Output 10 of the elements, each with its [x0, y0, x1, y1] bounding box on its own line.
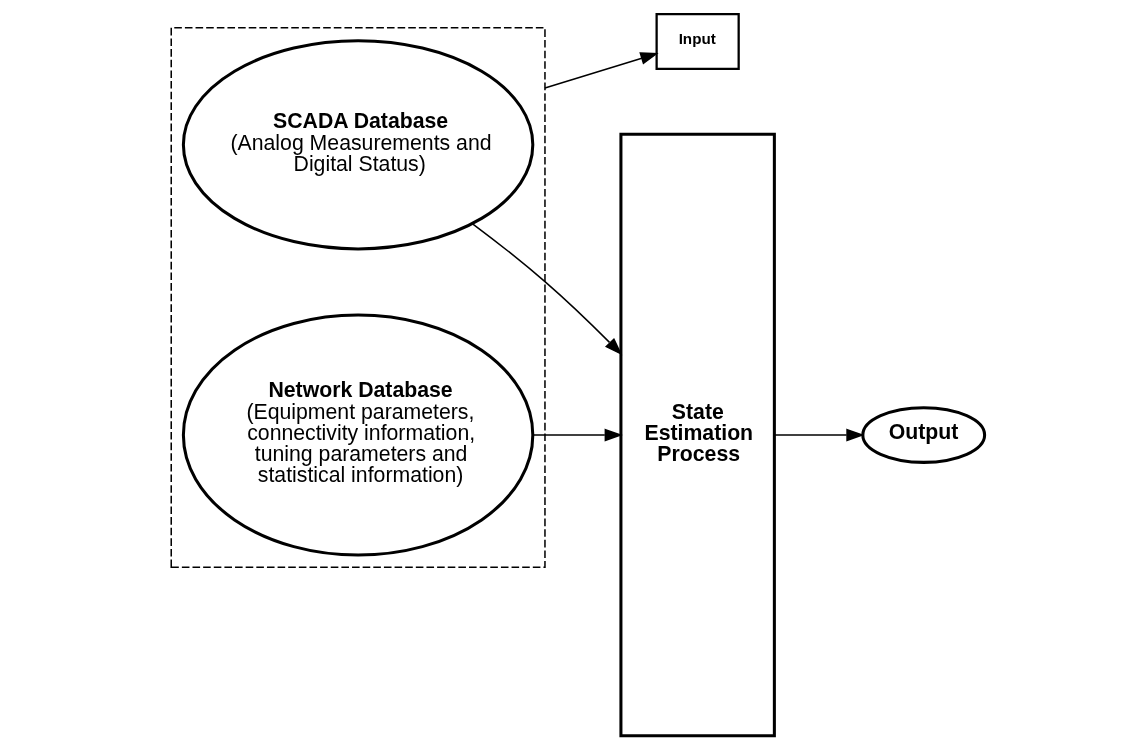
node-ellipse: SCADA Database (Analog Measurements and Digital Status)	[181, 39, 534, 251]
node-ellipse: Network Database (Equipment parameters, connectivity information, tuning parameters and statistical information)	[181, 313, 534, 557]
node-ellipse: Output	[860, 406, 986, 464]
node-box: State Estimation Process	[618, 132, 776, 738]
arrow	[773, 428, 865, 442]
node-box: Input	[655, 13, 740, 70]
arrow	[543, 52, 659, 89]
cluster	[169, 27, 546, 568]
arrow	[471, 223, 622, 356]
arrow	[532, 428, 623, 442]
